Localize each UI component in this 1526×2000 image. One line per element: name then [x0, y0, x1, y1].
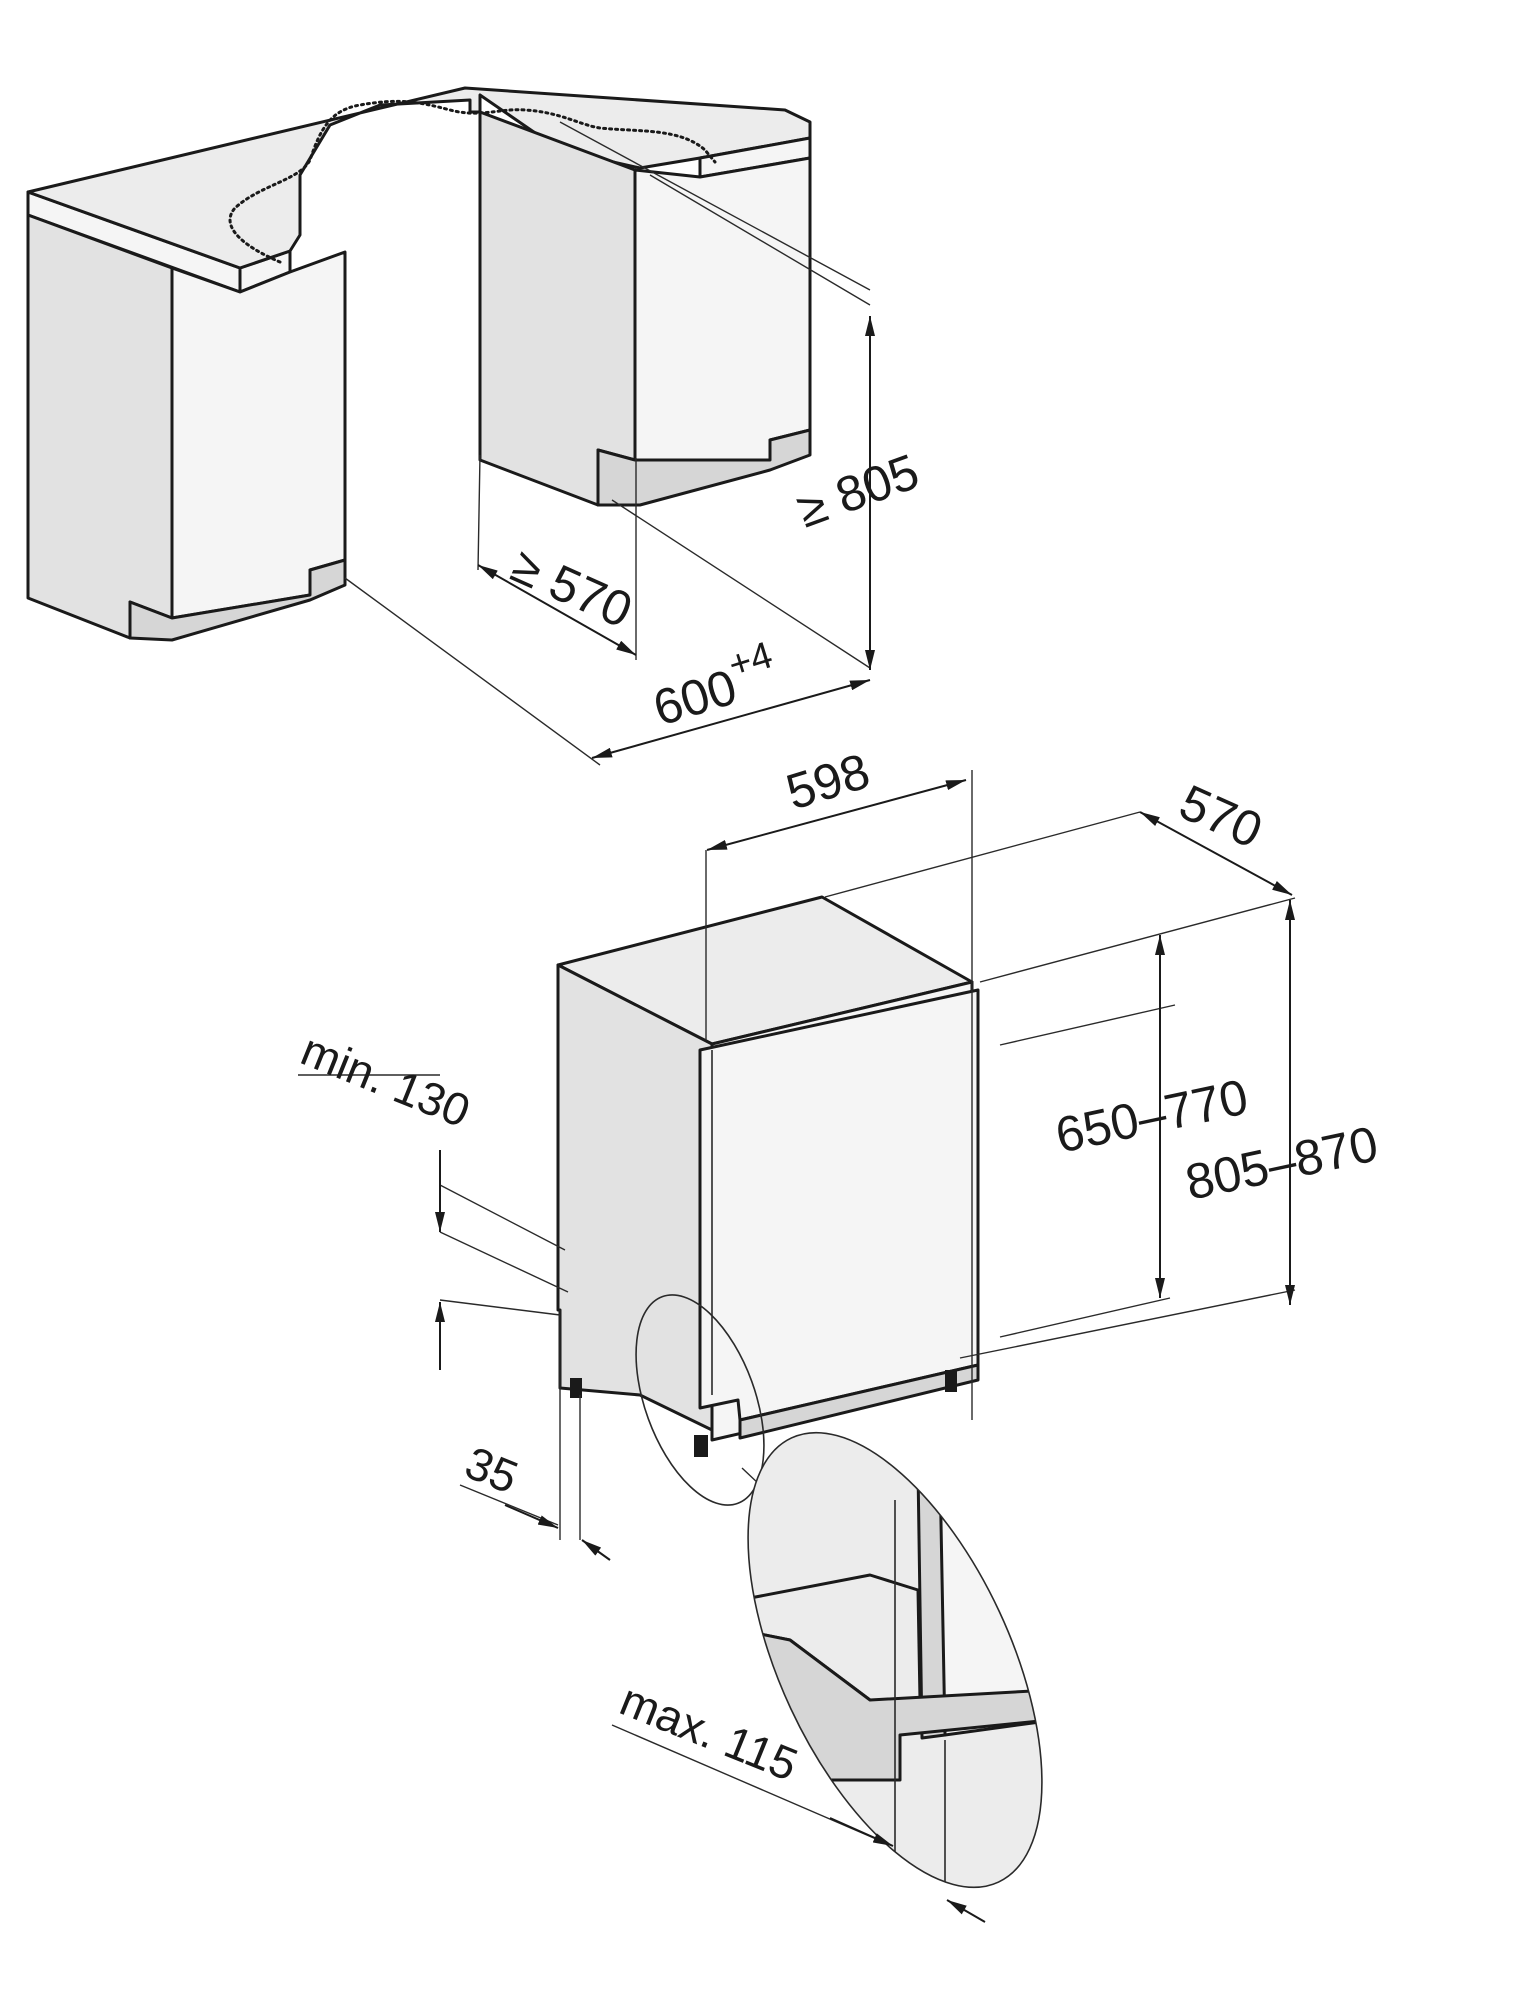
plinth-min-label: min. 130 [294, 1023, 477, 1137]
appliance-foot-right [945, 1370, 957, 1392]
niche-width-dimension-line [591, 679, 871, 759]
niche-width-label-group: 600 +4 [647, 634, 778, 737]
plinth-min-ref-line [439, 1231, 569, 1293]
appliance-width-dimension-line [706, 779, 967, 851]
appliance-depth-dimension-line [1139, 811, 1293, 896]
left-cabinet-front [170, 250, 347, 620]
recess-arrow-right [581, 1539, 611, 1561]
recess-label: 35 [458, 1436, 525, 1503]
niche-depth-dimension-line [477, 564, 637, 656]
appliance-side [556, 963, 714, 1432]
countertop-cutout-outline [228, 99, 717, 264]
niche-width-label: 600 [647, 659, 743, 737]
detail-zoom: max. 115 [611, 1389, 1103, 1931]
appliance-foot-front [694, 1435, 708, 1457]
detail-door-panel [923, 1438, 1103, 1737]
appliance-extension-lines [298, 770, 1296, 1540]
right-cabinet-front [633, 156, 812, 462]
plinth-max-arrow-right [946, 1899, 986, 1923]
appliance-depth-label: 570 [1172, 774, 1271, 859]
appliance-plinth-strip [738, 1363, 980, 1440]
recess-arrow-left [504, 1504, 559, 1529]
left-cabinet-plinth [128, 558, 347, 642]
detail-zoom-outline [747, 1431, 1043, 1889]
right-cabinet-side [478, 110, 637, 507]
appliance-door [698, 988, 980, 1422]
left-cabinet-side [26, 213, 174, 640]
appliance-foot-left [570, 1378, 582, 1398]
niche-height-label: ≥ 805 [790, 443, 926, 538]
kitchen-niche-illustration: ≥ 805 ≥ 570 600 +4 [26, 86, 926, 766]
niche-extension-lines [344, 121, 871, 766]
plinth-max-arrow-left [829, 1817, 894, 1847]
niche-depth-label: ≥ 570 [504, 537, 641, 639]
detail-callout-small-ellipse [635, 1294, 765, 1506]
plinth-max-label: max. 115 [613, 1673, 805, 1791]
appliance-illustration: 598 570 650–770 805–870 min. 130 35 [294, 743, 1383, 1561]
